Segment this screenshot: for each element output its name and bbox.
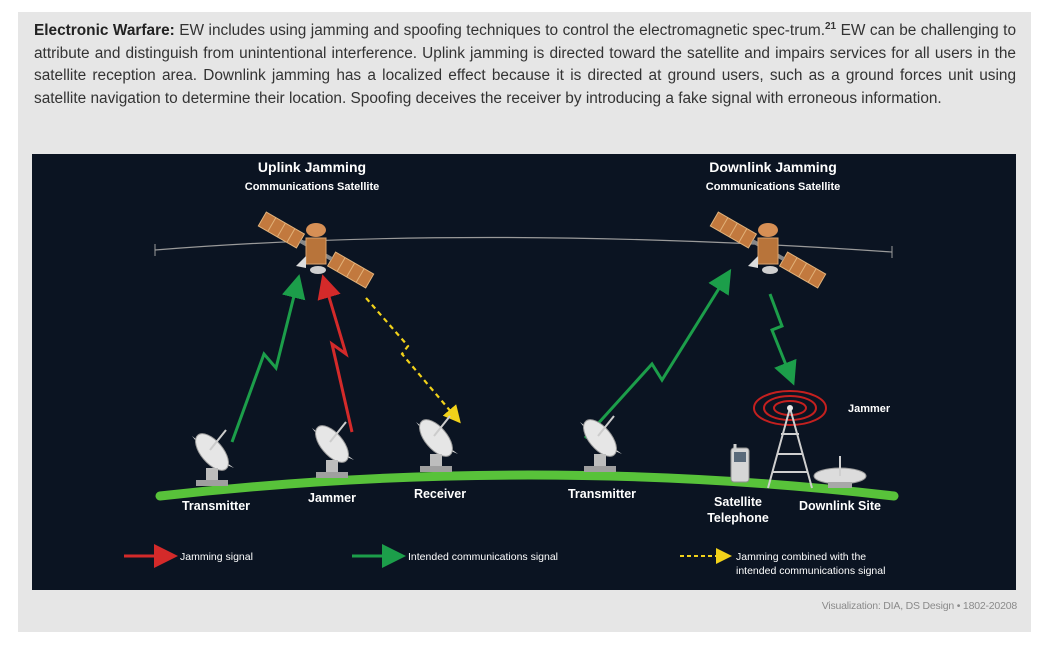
downlink-site-dish-icon	[813, 456, 867, 488]
footnote-ref[interactable]: 21	[824, 20, 837, 32]
paragraph-text-b: EW can be challenging to attribute and d…	[34, 22, 1017, 107]
figure-panel: Electronic Warfare: EW includes using ja…	[18, 12, 1031, 632]
downlink-site-label: Downlink Site	[799, 499, 881, 513]
jammer-ground-label: Jammer	[308, 491, 356, 505]
lead-term: Electronic Warfare:	[34, 22, 175, 39]
legend-combined-label-1: Jamming combined with the	[736, 551, 866, 563]
uplink-subtitle: Communications Satellite	[245, 181, 379, 193]
jammer-tower-icon	[753, 390, 827, 489]
transmitter-right-label: Transmitter	[568, 487, 636, 501]
jammer-tower-label: Jammer	[848, 403, 891, 415]
ew-diagram: Uplink Jamming Communications Satellite …	[32, 154, 1016, 590]
downlink-subtitle: Communications Satellite	[706, 181, 840, 193]
downlink-uplink-signal	[583, 268, 732, 440]
satellite-telephone-label-2: Telephone	[707, 511, 769, 525]
downlink-title: Downlink Jamming	[709, 159, 837, 175]
legend-intended-label: Intended communications signal	[408, 551, 558, 563]
downlink-signal	[768, 293, 797, 386]
legend-combined-label-2: intended communications signal	[736, 565, 885, 577]
ground-arc	[155, 470, 899, 501]
combined-signal-to-receiver	[365, 297, 461, 424]
uplink-title: Uplink Jamming	[258, 159, 366, 175]
intro-paragraph: Electronic Warfare: EW includes using ja…	[34, 20, 1016, 110]
uplink-intended-signal	[230, 274, 306, 443]
legend: Jamming signal Intended communications s…	[124, 544, 885, 577]
diagram-background	[32, 154, 1016, 590]
transmitter-left-label: Transmitter	[182, 499, 250, 513]
satellite-telephone-icon	[730, 444, 750, 483]
paragraph-text-a: EW includes using jamming and spoofing t…	[174, 22, 825, 39]
uplink-jamming-signal	[317, 274, 354, 433]
legend-jamming-label: Jamming signal	[180, 551, 253, 563]
satellite-telephone-label-1: Satellite	[714, 495, 762, 509]
visualization-credit: Visualization: DIA, DS Design • 1802-202…	[821, 600, 1017, 612]
receiver-label: Receiver	[414, 487, 466, 501]
